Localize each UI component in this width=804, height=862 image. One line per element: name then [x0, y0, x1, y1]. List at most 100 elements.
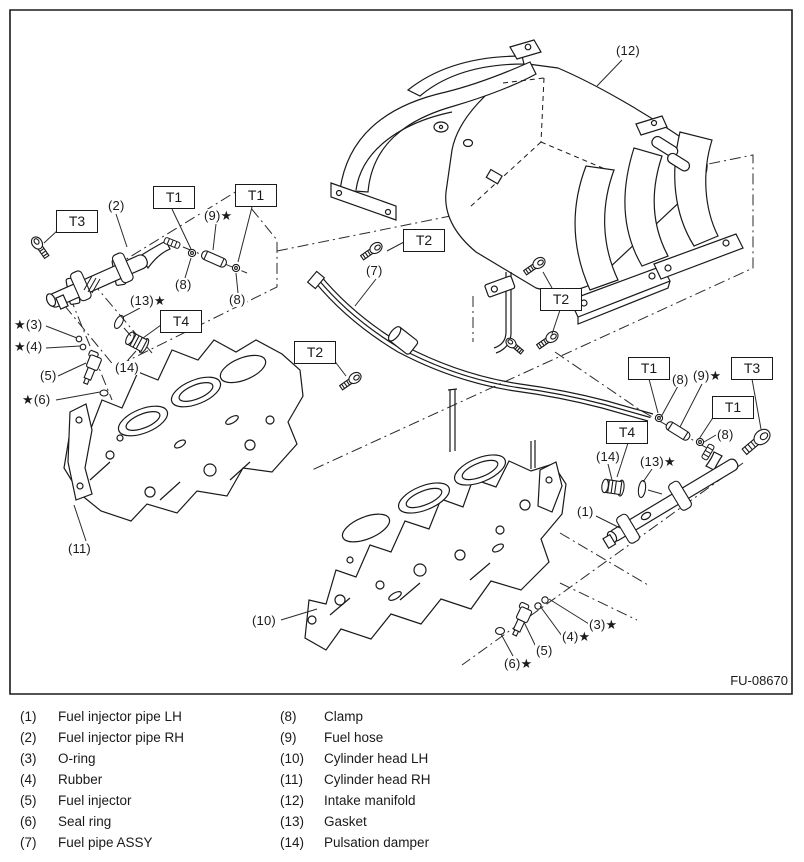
o-ring-left — [76, 336, 82, 342]
exploded-diagram-linework — [0, 0, 804, 700]
legend-num: (8) — [280, 709, 297, 724]
legend-row: (5) Fuel injector (12) Intake manifold — [20, 792, 780, 813]
callout-6-left: ★(6) — [21, 392, 52, 407]
pulsation-damper-left — [122, 329, 152, 355]
callout-8-left-2: (8) — [228, 292, 247, 307]
legend-num: (4) — [20, 772, 37, 787]
legend-num: (5) — [20, 793, 37, 808]
legend-num: (12) — [280, 793, 305, 808]
bolt-t2-d — [337, 369, 364, 393]
legend-label: Fuel injector — [58, 793, 132, 808]
torque-box-t3-right: T3 — [731, 357, 773, 380]
small-parts — [76, 314, 646, 634]
fuel-hose-left — [199, 249, 229, 269]
cylinder-head-rh — [64, 340, 303, 521]
callout-1: (1) — [576, 504, 595, 519]
legend-num: (11) — [280, 772, 304, 787]
torque-box-t2-c: T2 — [294, 341, 336, 364]
legend-label: Fuel injector pipe RH — [58, 730, 185, 745]
callout-13-right: (13)★ — [639, 454, 677, 469]
legend-row: (3) O-ring (10) Cylinder head LH — [20, 750, 780, 771]
bolt-t2-a — [358, 239, 385, 263]
callout-12: (12) — [615, 43, 641, 58]
bolt-t2-c — [534, 328, 561, 352]
legend-num: (13) — [280, 814, 305, 829]
rubber-left — [80, 344, 86, 350]
legend-num: (10) — [280, 751, 305, 766]
callout-8-right-2: (8) — [716, 427, 735, 442]
rubber-right — [535, 603, 541, 609]
torque-box-t4-left: T4 — [160, 310, 202, 333]
legend-num: (7) — [20, 835, 37, 850]
torque-box-t1-b: T1 — [235, 184, 277, 207]
clamp-4 — [695, 437, 705, 447]
torque-box-t1-d: T1 — [712, 396, 754, 419]
legend-num: (1) — [20, 709, 37, 724]
torque-box-t2-a: T2 — [403, 229, 445, 252]
legend-label: Seal ring — [58, 814, 112, 829]
callout-4-left: ★(4) — [13, 339, 44, 354]
torque-box-t4-right: T4 — [606, 421, 648, 444]
figure-code: FU-08670 — [730, 673, 788, 688]
seal-ring-left — [100, 390, 108, 396]
callout-7: (7) — [365, 263, 384, 278]
gasket-right — [637, 480, 646, 498]
figure-border — [10, 10, 792, 694]
legend-label: Fuel pipe ASSY — [58, 835, 153, 850]
fuel-hose-right — [664, 419, 692, 443]
callout-8-right-1: (8) — [671, 372, 690, 387]
bolt-t3-left — [28, 234, 52, 261]
intake-manifold — [331, 40, 743, 324]
legend-row: (2) Fuel injector pipe RH (9) Fuel hose — [20, 729, 780, 750]
legend-label: Fuel injector pipe LH — [58, 709, 182, 724]
callout-9-left: (9)★ — [203, 208, 234, 223]
legend-row: (1) Fuel injector pipe LH (8) Clamp — [20, 708, 780, 729]
legend-label: Cylinder head LH — [324, 751, 429, 766]
clamp-2 — [231, 263, 241, 273]
clamp-1 — [187, 248, 197, 258]
gasket-left — [113, 314, 126, 330]
torque-box-t1-c: T1 — [628, 357, 670, 380]
callout-13-left: (13)★ — [129, 293, 167, 308]
fuel-injector-left — [77, 349, 104, 387]
legend-row: (7) Fuel pipe ASSY (14) Pulsation damper — [20, 834, 780, 855]
seal-ring-right — [496, 628, 505, 635]
callout-11: (11) — [67, 541, 92, 556]
callout-14-left: (14) — [114, 360, 140, 375]
legend-num: (14) — [280, 835, 305, 850]
legend-num: (9) — [280, 730, 297, 745]
o-ring-right — [542, 597, 548, 603]
callout-3-left: ★(3) — [13, 317, 44, 332]
legend-label: Cylinder head RH — [324, 772, 431, 787]
legend-label: Clamp — [324, 709, 364, 724]
legend-num: (2) — [20, 730, 37, 745]
fuel-pipe-assy — [308, 271, 653, 421]
callout-5-right: (5) — [535, 643, 554, 658]
callout-14-right: (14) — [595, 449, 621, 464]
torque-box-t1-a: T1 — [153, 186, 195, 209]
cylinder-head-lh — [305, 389, 566, 650]
legend-label: O-ring — [58, 751, 96, 766]
torque-box-t3-left: T3 — [56, 210, 98, 233]
callout-9-right: (9)★ — [692, 368, 723, 383]
callout-6-right: (6)★ — [503, 656, 534, 671]
legend-label: Fuel hose — [324, 730, 384, 745]
callout-5-left: (5) — [39, 368, 58, 383]
torque-box-t2-b: T2 — [540, 288, 582, 311]
union-screw — [503, 335, 526, 357]
legend-label: Intake manifold — [324, 793, 416, 808]
legend-label: Gasket — [324, 814, 367, 829]
legend-row: (6) Seal ring (13) Gasket — [20, 813, 780, 834]
legend-label: Pulsation damper — [324, 835, 430, 850]
fuel-injector-pipe-lh — [603, 452, 740, 548]
fuel-injector-right — [506, 601, 535, 639]
legend-row: (4) Rubber (11) Cylinder head RH — [20, 771, 780, 792]
callout-4-right: (4)★ — [561, 629, 592, 644]
leader-lines — [44, 60, 761, 656]
callout-3-right: (3)★ — [588, 617, 619, 632]
parts-legend: (1) Fuel injector pipe LH (8) Clamp (2) … — [20, 708, 780, 855]
bolt-t3-right — [739, 425, 774, 458]
legend-num: (6) — [20, 814, 37, 829]
fuel-injector-pipe-rh — [45, 241, 170, 309]
